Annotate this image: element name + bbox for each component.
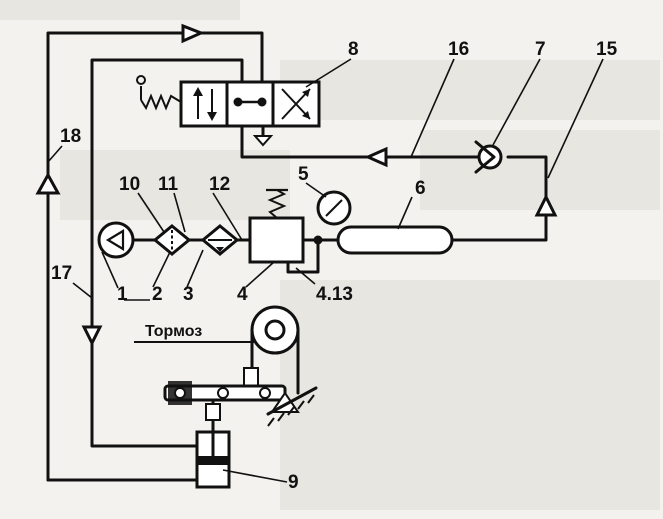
label-15: 15 — [596, 39, 618, 60]
filter-2 — [152, 224, 192, 256]
label-2: 2 — [152, 284, 163, 305]
check-valve-7 — [474, 140, 503, 174]
pipe-17-lower — [90, 248, 199, 448]
label-4: 4 — [237, 284, 248, 305]
pipe-4-13 — [286, 238, 320, 274]
label-8: 8 — [348, 39, 359, 60]
flow-arrows — [35, 23, 558, 347]
compressor-1 — [97, 221, 135, 259]
arrow-15-up — [534, 193, 558, 217]
label-7: 7 — [535, 39, 546, 60]
label-1: 1 — [117, 284, 128, 305]
label-16: 16 — [448, 39, 469, 60]
arrow-17-down — [81, 325, 103, 347]
label-6: 6 — [415, 178, 426, 199]
brake-mechanism — [134, 305, 318, 434]
brake-cylinder-9 — [195, 430, 231, 489]
pipe-18 — [46, 31, 264, 482]
pipe-17-upper — [90, 58, 244, 252]
label-12: 12 — [209, 174, 230, 195]
pressure-gauge-5 — [316, 190, 352, 226]
faded-background — [0, 0, 660, 510]
label-4-13: 4.13 — [316, 284, 353, 305]
pipe-16 — [240, 124, 480, 159]
label-10: 10 — [119, 174, 140, 195]
control-valve-8 — [136, 75, 321, 147]
label-18: 18 — [60, 126, 81, 147]
junction-dot — [313, 235, 323, 245]
part-labels: 8 16 7 15 18 5 6 10 11 12 17 1 2 3 4 4.1… — [51, 39, 618, 493]
brake-caption: Тормоз — [145, 323, 202, 340]
arrow-18-up — [35, 171, 61, 195]
filter-3 — [200, 224, 240, 256]
label-9: 9 — [288, 472, 299, 493]
label-3: 3 — [183, 284, 194, 305]
label-17: 17 — [51, 263, 72, 284]
pressure-regulator-4 — [248, 188, 305, 264]
brake-drum-hub — [264, 319, 286, 341]
leader-lines — [47, 58, 604, 483]
label-5: 5 — [298, 164, 309, 185]
arrow-top-right — [181, 23, 205, 44]
arrow-16-left — [364, 146, 388, 168]
label-11: 11 — [158, 174, 179, 195]
receiver-6 — [336, 225, 454, 255]
